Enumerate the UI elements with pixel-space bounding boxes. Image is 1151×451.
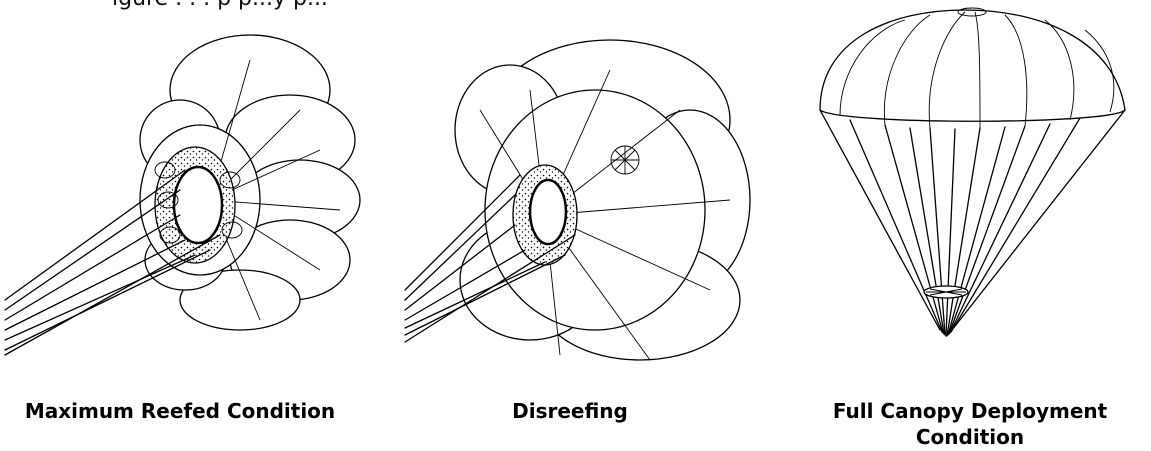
caption-disreefing: Disreefing — [420, 398, 720, 424]
reefing-ring — [513, 165, 577, 265]
panel-full-canopy: Full Canopy Deployment Condition — [780, 0, 1151, 451]
caption-maximum-reefed: Maximum Reefed Condition — [0, 398, 360, 424]
riser-confluence — [924, 286, 968, 298]
panel-maximum-reefed: Maximum Reefed Condition — [0, 0, 380, 451]
caption-full-canopy-line2: Condition — [800, 424, 1140, 450]
caption-full-canopy-line1: Full Canopy Deployment — [800, 398, 1140, 424]
full-canopy-parachute-illustration — [780, 0, 1151, 360]
suspension-lines — [820, 110, 1125, 336]
reefed-parachute-illustration — [0, 0, 380, 360]
canopy-lobes — [455, 40, 750, 360]
disreefing-parachute-illustration — [380, 0, 780, 380]
panel-disreefing: Disreefing — [380, 0, 780, 451]
canopy-dome — [820, 8, 1125, 128]
